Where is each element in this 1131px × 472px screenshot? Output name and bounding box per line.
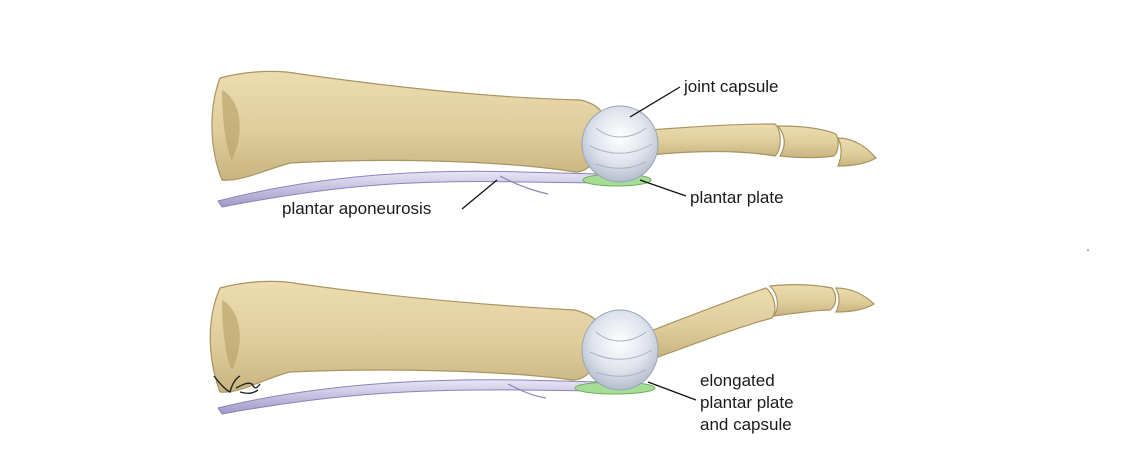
bottom-foot-illustration xyxy=(209,280,875,415)
bottom-aponeurosis-branch xyxy=(507,383,547,399)
artist-signature-mark xyxy=(213,375,261,395)
top-proximal-phalanx xyxy=(649,123,781,157)
label-line-1: elongated xyxy=(700,371,775,390)
top-foot-illustration xyxy=(211,70,877,208)
bottom-capsule-fibers xyxy=(589,331,653,377)
top-middle-phalanx xyxy=(776,125,839,159)
stray-dot xyxy=(1087,249,1089,251)
label-plantar-plate: plantar plate xyxy=(690,188,784,207)
top-joint-capsule xyxy=(581,105,659,183)
label-line-2: plantar plate xyxy=(700,393,794,412)
top-leader-plantar-plate xyxy=(639,179,687,197)
bottom-metatarsal-bone xyxy=(209,280,606,393)
bottom-leader-elongated-plate xyxy=(647,381,697,401)
label-plantar-aponeurosis: plantar aponeurosis xyxy=(282,199,432,218)
bottom-proximal-phalanx xyxy=(647,287,776,359)
top-aponeurosis-branch xyxy=(499,175,549,195)
top-leader-plantar-aponeurosis xyxy=(461,179,498,210)
top-metatarsal-base-shade xyxy=(222,90,240,160)
bottom-middle-phalanx xyxy=(768,284,837,317)
bottom-metatarsal-base-shade xyxy=(222,300,240,370)
top-leader-joint-capsule xyxy=(629,86,681,118)
label-line-3: and capsule xyxy=(700,415,792,434)
top-capsule-fibers xyxy=(589,127,653,169)
label-elongated-plate-and-capsule: elongated plantar plate and capsule xyxy=(700,370,794,436)
bottom-joint-capsule xyxy=(581,309,659,391)
bottom-distal-phalanx xyxy=(835,287,875,313)
label-joint-capsule: joint capsule xyxy=(684,77,779,96)
top-metatarsal-bone xyxy=(211,70,608,181)
top-distal-phalanx xyxy=(837,137,877,167)
